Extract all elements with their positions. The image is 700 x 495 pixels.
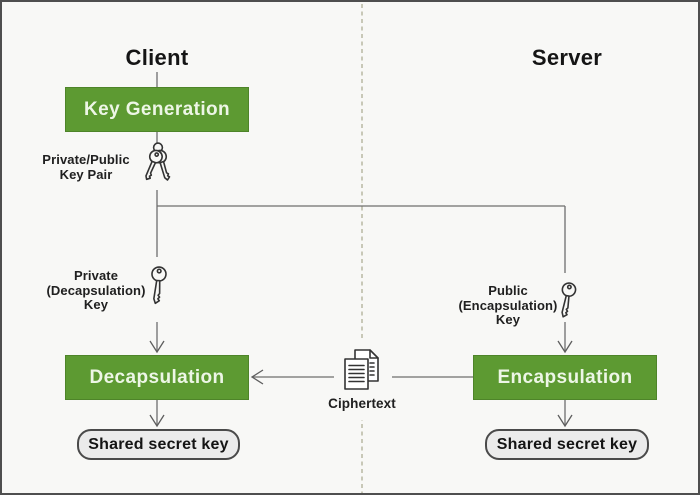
key-generation-box: Key Generation: [65, 87, 249, 132]
decapsulation-box: Decapsulation: [65, 355, 249, 400]
public-key-label: Public (Encapsulation) Key: [458, 283, 558, 328]
key-pair-label: Private/Public Key Pair: [42, 152, 130, 182]
server-title: Server: [531, 45, 603, 70]
shared-secret-key-right: Shared secret key: [485, 429, 649, 460]
client-title: Client: [125, 45, 189, 70]
private-key-label: Private (Decapsulation) Key: [46, 268, 146, 313]
keys-pair-icon: [137, 140, 179, 192]
shared-secret-key-left: Shared secret key: [77, 429, 240, 460]
documents-icon: [340, 348, 384, 392]
ciphertext-label: Ciphertext: [328, 396, 396, 411]
key-icon: [552, 280, 582, 328]
encapsulation-box: Encapsulation: [473, 355, 657, 400]
key-icon: [143, 264, 173, 314]
